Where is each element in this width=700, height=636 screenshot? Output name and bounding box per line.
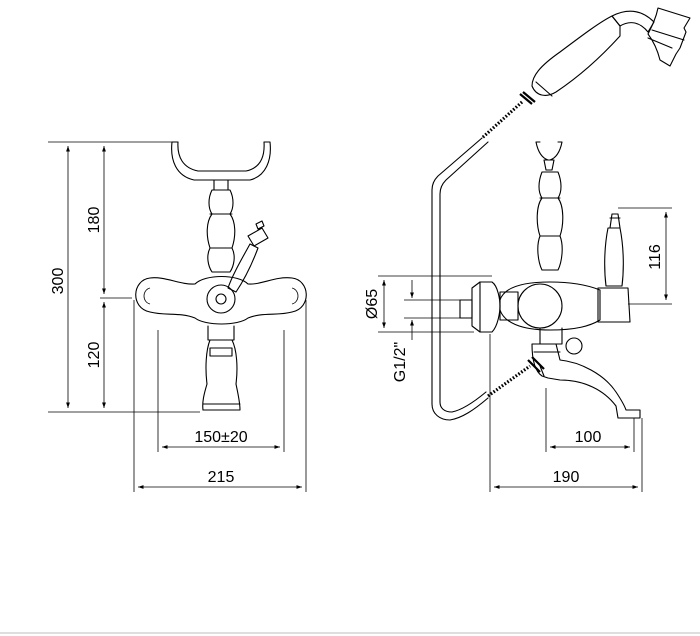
hose-outline (431, 137, 489, 421)
side-spout-base (533, 351, 561, 377)
side-spout (531, 343, 641, 419)
shower-handle (531, 15, 621, 97)
label-100: 100 (575, 429, 602, 446)
wall-rosette (471, 281, 501, 333)
cradle-stem (213, 179, 229, 191)
side-cradle (535, 141, 563, 171)
side-dimensions: Ø65 G1/2" 116 100 190 (364, 207, 672, 492)
side-column (536, 171, 564, 271)
side-ball (517, 283, 563, 329)
lever-cap (247, 220, 269, 247)
side-lever (604, 213, 624, 287)
mixer-body (135, 275, 307, 325)
front-dimensions: 300 180 120 150±20 215 (48, 141, 307, 492)
shower-rose (647, 7, 691, 67)
label-215: 215 (208, 469, 235, 486)
lever-handle (227, 243, 259, 293)
hose-upper (480, 100, 524, 140)
front-view (135, 141, 307, 411)
side-lever-base (597, 287, 631, 323)
label-300: 300 (50, 268, 67, 295)
eccentric-pipe (459, 299, 473, 319)
label-120: 120 (86, 342, 103, 369)
label-150: 150±20 (194, 429, 247, 446)
front-spout-neck (207, 325, 235, 341)
shower-neck (611, 10, 655, 33)
label-190: 190 (553, 469, 580, 486)
handset-cradle (171, 141, 271, 181)
label-thread: G1/2" (392, 342, 409, 382)
hose-connector (527, 356, 545, 373)
side-body (499, 281, 601, 331)
central-rosette (206, 284, 236, 314)
label-180: 180 (86, 207, 103, 234)
hose-lower (487, 364, 531, 398)
label-diameter: Ø65 (364, 289, 381, 319)
side-diverter (565, 337, 583, 355)
side-view (431, 7, 691, 421)
label-116: 116 (647, 244, 664, 270)
column (206, 189, 236, 273)
front-spout (202, 339, 241, 411)
diverter-knob (209, 347, 233, 357)
shower-handle-base (519, 91, 536, 105)
body-inner (143, 287, 299, 305)
central-rosette-inner (215, 293, 227, 305)
